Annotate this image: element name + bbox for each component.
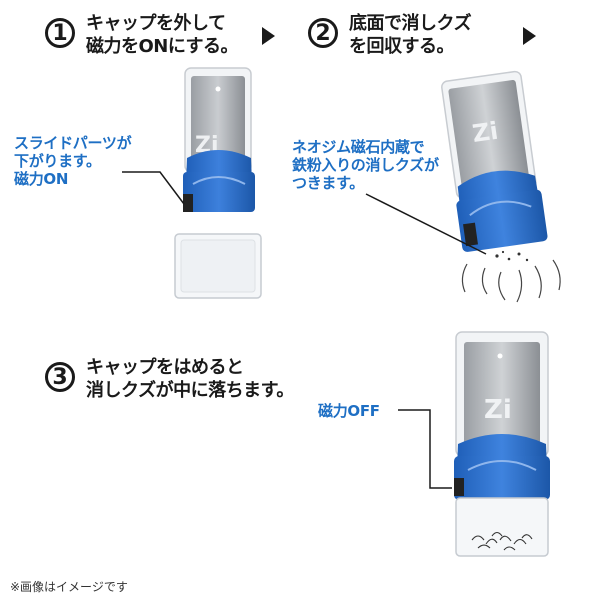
slide-part-label-line-1: スライドパーツが	[14, 134, 132, 152]
step-3-number: 3	[45, 362, 75, 392]
magnet-label-line-1: ネオジム磁石内蔵で	[292, 138, 425, 156]
step-3-instruction: キャップをはめると 消しクズが中に落ちます。	[86, 356, 294, 402]
step-3-line-1: キャップをはめると	[86, 357, 244, 378]
slide-part-pointer-line	[122, 171, 185, 205]
step-2-number: 2	[308, 18, 338, 48]
step-2-line-2: を回収する。	[349, 36, 455, 57]
step-1-number: 1	[45, 18, 75, 48]
step-2-product-illustration: Zi	[441, 70, 561, 303]
magnet-label-line-3: つきます。	[292, 174, 365, 192]
step-1-instruction: キャップを外して 磁力をONにする。	[86, 12, 239, 58]
step-2-line-1: 底面で消しクズ	[349, 13, 472, 34]
step-1-product-illustration: Zi	[174, 67, 262, 299]
magnet-label: ネオジム磁石内蔵で 鉄粉入りの消しクズが つきます。	[292, 138, 439, 192]
step-1-line-2: 磁力をONにする。	[86, 36, 239, 57]
slide-part-label-line-3: 磁力ON	[14, 170, 69, 188]
step-arrow-2-icon	[523, 27, 536, 45]
slide-part-label-line-2: 下がります。	[14, 152, 101, 170]
step-3-logo: Zi	[484, 395, 512, 425]
magnet-pointer-line	[365, 193, 487, 255]
magnet-off-pointer-line	[398, 409, 452, 489]
step-2-logo: Zi	[471, 117, 500, 148]
step-arrow-1-icon	[262, 27, 275, 45]
step-3-line-2: 消しクズが中に落ちます。	[86, 380, 294, 401]
slide-part-label: スライドパーツが 下がります。 磁力ON	[14, 134, 132, 188]
magnet-off-label: 磁力OFF	[318, 402, 380, 420]
step-1-line-1: キャップを外して	[86, 13, 226, 34]
step-3-product-illustration: Zi	[454, 331, 550, 557]
step-2-instruction: 底面で消しクズ を回収する。	[349, 12, 472, 58]
magnet-label-line-2: 鉄粉入りの消しクズが	[292, 156, 439, 174]
image-disclaimer-footnote: ※画像はイメージです	[10, 580, 128, 594]
